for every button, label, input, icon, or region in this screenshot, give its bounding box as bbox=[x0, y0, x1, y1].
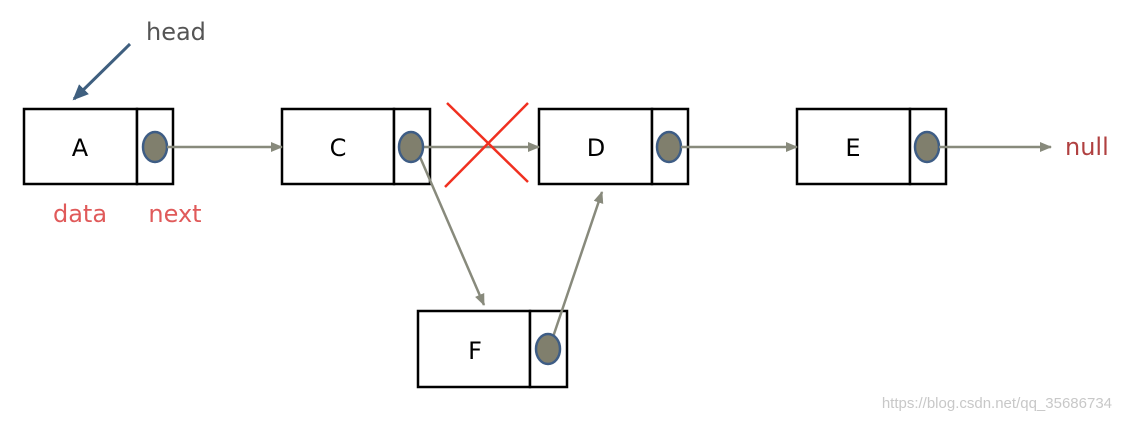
head-label: head bbox=[146, 18, 206, 46]
node-f-label: F bbox=[468, 337, 482, 365]
node-c-pointer-dot bbox=[397, 130, 425, 164]
node-e-data-box bbox=[795, 107, 912, 186]
node-e-label: E bbox=[845, 134, 860, 162]
node-a-label: A bbox=[72, 134, 89, 162]
data-caption: data bbox=[53, 200, 107, 228]
node-c-data-box bbox=[280, 107, 396, 186]
node-d-pointer-dot bbox=[655, 130, 683, 164]
node-a-data-box bbox=[22, 107, 139, 186]
node-f-data-box bbox=[416, 309, 532, 389]
node-d-data-box bbox=[537, 107, 654, 186]
node-d: D bbox=[537, 107, 690, 186]
arrow-f-to-d bbox=[551, 191, 604, 338]
next-caption: next bbox=[148, 200, 201, 228]
head-arrow bbox=[72, 42, 132, 101]
watermark-url: https://blog.csdn.net/qq_35686734 bbox=[882, 395, 1112, 412]
node-e-pointer-dot bbox=[913, 130, 941, 164]
node-d-label: D bbox=[587, 134, 605, 162]
node-a-pointer-dot bbox=[141, 130, 169, 164]
node-f-pointer-dot bbox=[534, 332, 562, 366]
node-a: A bbox=[22, 107, 175, 186]
null-label: null bbox=[1065, 133, 1109, 161]
node-c-label: C bbox=[330, 134, 347, 162]
arrow-c-to-f bbox=[418, 156, 486, 306]
node-e: E bbox=[795, 107, 948, 186]
cross-mark-icon bbox=[444, 102, 529, 188]
